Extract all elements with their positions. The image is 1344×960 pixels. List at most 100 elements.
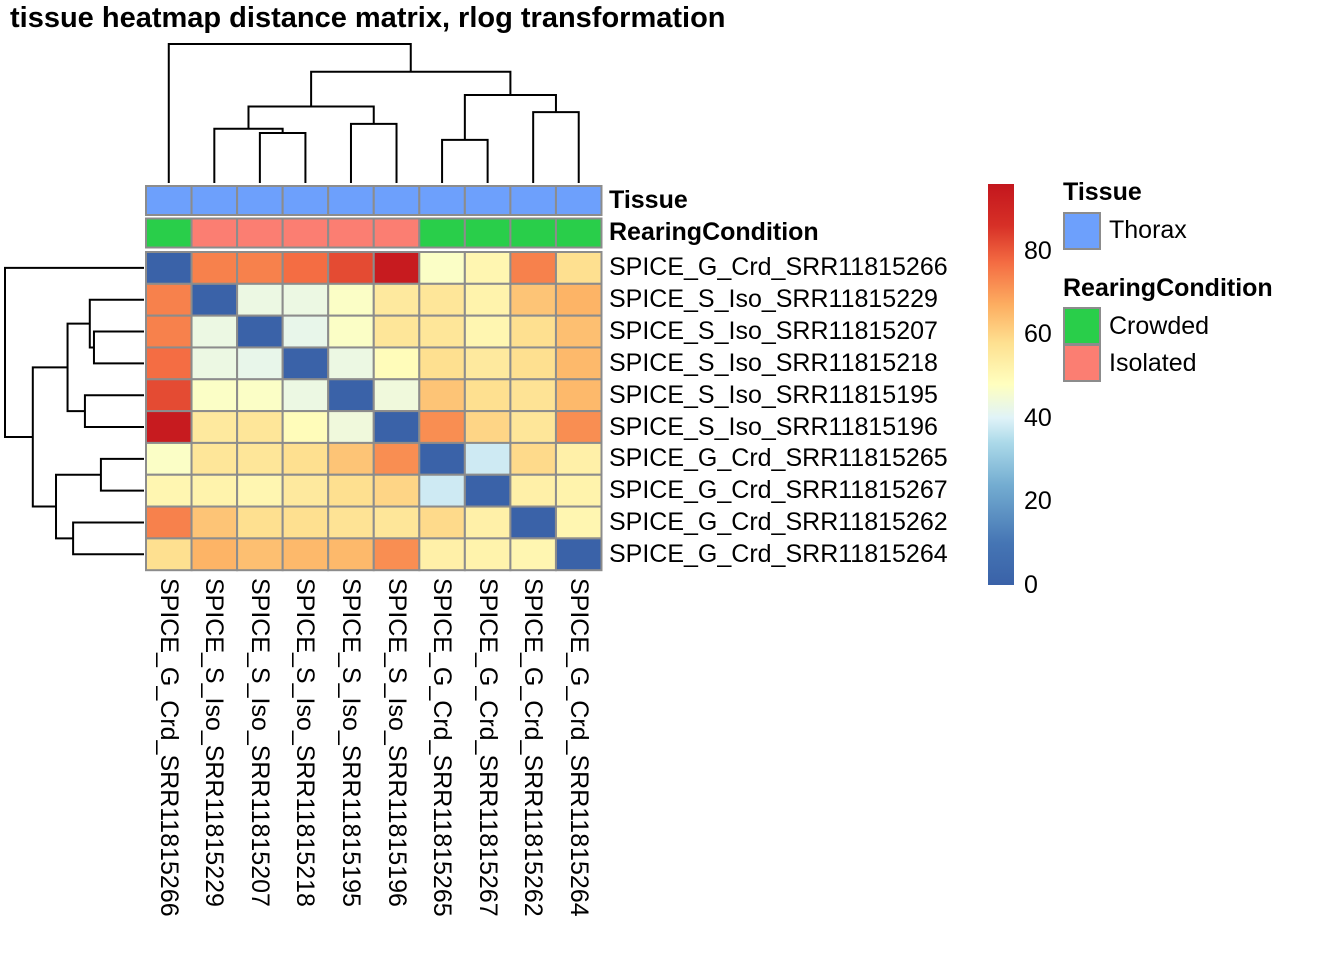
heatmap-cell	[372, 441, 421, 476]
dendrogram-branch	[31, 366, 68, 508]
heatmap-cell	[236, 441, 284, 476]
heatmap-cell	[327, 537, 375, 572]
heatmap-cell	[418, 441, 466, 476]
legend-tissue-title: Tissue	[1063, 178, 1142, 206]
heatmap-cell	[281, 505, 330, 540]
annotation-cell	[463, 217, 512, 249]
heatmap-cell	[327, 441, 375, 476]
heatmap-cell	[327, 505, 375, 540]
row-label: SPICE_G_Crd_SRR11815265	[609, 444, 948, 473]
heatmap-cell	[190, 410, 239, 444]
heatmap-cell	[418, 473, 466, 508]
heatmap-cell	[372, 537, 421, 572]
heatmap-cell	[554, 441, 603, 476]
heatmap-cell	[463, 410, 512, 444]
heatmap-cell	[554, 346, 603, 381]
tissue-bar-label: Tissue	[609, 186, 688, 214]
heatmap-cell	[463, 441, 512, 476]
heatmap-cell	[281, 473, 330, 508]
legend-thorax-label: Thorax	[1109, 216, 1187, 244]
heatmap-cell	[509, 378, 557, 413]
heatmap-cell	[509, 251, 557, 285]
heatmap-grid	[145, 251, 603, 572]
heatmap-cell	[236, 537, 284, 572]
colorbar	[988, 184, 1014, 585]
heatmap-cell	[145, 251, 193, 285]
dendrogram-branch	[247, 105, 375, 129]
row-label: SPICE_S_Iso_SRR11815218	[609, 348, 938, 377]
legend-isolated-label: Isolated	[1109, 349, 1197, 377]
annotation-cell	[281, 185, 330, 216]
heatmap-cell	[236, 410, 284, 444]
heatmap-cell	[509, 473, 557, 508]
heatmap-cell	[190, 346, 239, 381]
dendrogram-branch	[72, 521, 144, 556]
dendrogram-branch	[258, 131, 307, 183]
heatmap-cell	[463, 505, 512, 540]
row-label: SPICE_G_Crd_SRR11815262	[609, 507, 948, 536]
heatmap-cell	[463, 537, 512, 572]
rearing-bar-label: RearingCondition	[609, 218, 819, 246]
heatmap-cell	[190, 537, 239, 572]
heatmap-cell	[190, 441, 239, 476]
row-label: SPICE_G_Crd_SRR11815264	[609, 539, 948, 568]
chart-title: tissue heatmap distance matrix, rlog tra…	[10, 2, 726, 34]
heatmap-cell	[281, 441, 330, 476]
heatmap-cell	[281, 282, 330, 317]
heatmap-cell	[509, 537, 557, 572]
heatmap-cell	[509, 346, 557, 381]
row-label: SPICE_S_Iso_SRR11815196	[609, 412, 938, 441]
heatmap-cell	[418, 346, 466, 381]
colorbar-tick-label: 60	[1024, 320, 1052, 349]
heatmap-cell	[190, 473, 239, 508]
heatmap-cell	[190, 314, 239, 349]
legend-crowded-swatch	[1063, 307, 1101, 345]
heatmap-cell	[145, 473, 193, 508]
heatmap-cell	[372, 282, 421, 317]
annotation-cell	[418, 185, 466, 216]
annotation-cell	[190, 185, 239, 216]
heatmap-cell	[145, 441, 193, 476]
heatmap-cell	[372, 473, 421, 508]
column-label: SPICE_S_Iso_SRR11815195	[336, 578, 365, 907]
heatmap-cell	[281, 537, 330, 572]
heatmap-cell	[372, 505, 421, 540]
heatmap-cell	[327, 410, 375, 444]
dendrogram-branch	[463, 94, 557, 140]
heatmap-cell	[554, 505, 603, 540]
heatmap-cell	[418, 282, 466, 317]
row-label: SPICE_S_Iso_SRR11815229	[609, 285, 938, 314]
heatmap-cell	[554, 378, 603, 413]
row-label: SPICE_G_Crd_SRR11815266	[609, 253, 948, 282]
column-label: SPICE_G_Crd_SRR11815265	[428, 578, 457, 917]
dendrogram-branch	[55, 473, 101, 540]
heatmap-cell	[463, 282, 512, 317]
heatmap-cell	[145, 505, 193, 540]
heatmap-cell	[418, 505, 466, 540]
heatmap-cell	[554, 537, 603, 572]
heatmap-cell	[281, 251, 330, 285]
heatmap-cell	[281, 314, 330, 349]
heatmap-cell	[418, 537, 466, 572]
annotation-cell	[463, 185, 512, 216]
dendrogram-branch	[99, 457, 144, 492]
dendrogram-branch	[4, 266, 144, 438]
heatmap-cell	[281, 410, 330, 444]
dendrogram-branch	[66, 322, 90, 413]
colorbar-tick-label: 40	[1024, 403, 1052, 432]
heatmap-cell	[145, 537, 193, 572]
heatmap-cell	[236, 378, 284, 413]
heatmap-cell	[145, 282, 193, 317]
heatmap-cell	[372, 410, 421, 444]
heatmap-cell	[236, 346, 284, 381]
row-label: SPICE_S_Iso_SRR11815195	[609, 380, 938, 409]
dendrogram-branch	[532, 111, 580, 183]
heatmap-cell	[509, 505, 557, 540]
dendrogram-branch	[310, 70, 512, 107]
heatmap-cell	[236, 314, 284, 349]
column-label: SPICE_G_Crd_SRR11815262	[519, 578, 548, 917]
colorbar-tick-label: 20	[1024, 487, 1052, 516]
heatmap-cell	[236, 505, 284, 540]
dendrogram-branch	[83, 394, 144, 429]
heatmap-cell	[190, 378, 239, 413]
